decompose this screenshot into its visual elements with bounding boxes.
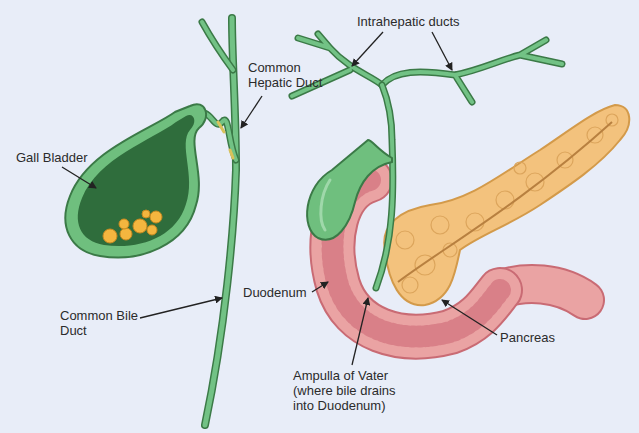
pancreas: [384, 105, 629, 305]
left-duct: [196, 18, 236, 425]
duct-label: Common Bile Duct: [60, 308, 150, 338]
duct-label: Intrahepatic ducts: [357, 14, 460, 29]
gallbladder-right: [307, 140, 392, 240]
intrahepatic-ducts: [292, 34, 562, 102]
right-duct: [376, 85, 393, 288]
duct-label: Common Hepatic Duct: [248, 60, 340, 90]
gallbladder-left: [65, 104, 206, 257]
organ-label: Gall Bladder: [16, 150, 88, 165]
organ-label: Pancreas: [500, 330, 555, 345]
organ-label: Duodenum: [243, 285, 307, 300]
note-label: Ampulla of Vater (where bile drains into…: [293, 368, 418, 413]
